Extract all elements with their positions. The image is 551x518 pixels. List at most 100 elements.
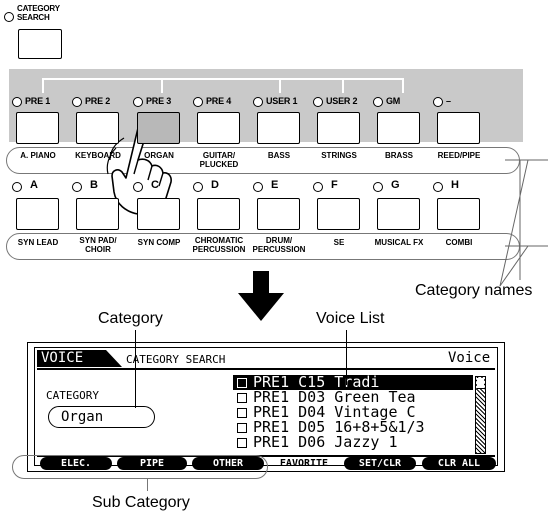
voice-list-item[interactable]: PRE1 C15 Tradi bbox=[233, 375, 473, 390]
bank-button[interactable] bbox=[317, 112, 360, 144]
bank-led bbox=[133, 97, 143, 107]
bank-led bbox=[253, 97, 263, 107]
soft-button[interactable]: OTHER bbox=[192, 457, 264, 470]
letter-label: F bbox=[331, 179, 338, 191]
sub-category-line bbox=[147, 479, 148, 491]
category-button[interactable] bbox=[16, 198, 59, 230]
bank-button[interactable] bbox=[257, 112, 300, 144]
voice-name: Jazzy 1 bbox=[334, 433, 398, 451]
bank-led bbox=[373, 97, 383, 107]
category-button[interactable] bbox=[377, 198, 420, 230]
category-search-led bbox=[4, 12, 14, 22]
category-label: ORGAN bbox=[144, 151, 174, 160]
voice-list-scrollbar[interactable] bbox=[475, 376, 486, 454]
bank-label: PRE 2 bbox=[85, 96, 111, 106]
category-label: KEYBOARD bbox=[75, 151, 121, 160]
lcd-category-value[interactable]: Organ bbox=[48, 406, 155, 428]
checkbox-icon[interactable] bbox=[237, 437, 247, 448]
bank-button[interactable] bbox=[16, 112, 59, 144]
bank-button[interactable] bbox=[76, 112, 119, 144]
category-button[interactable] bbox=[437, 198, 480, 230]
letter-led bbox=[313, 182, 323, 192]
category-search-button[interactable] bbox=[18, 29, 62, 59]
soft-button[interactable]: FAVORITE bbox=[279, 458, 329, 469]
category-label: SYN LEAD bbox=[17, 238, 59, 247]
scrollbar-thumb[interactable] bbox=[477, 378, 484, 389]
letter-led bbox=[133, 182, 143, 192]
category-button[interactable] bbox=[76, 198, 119, 230]
bank-label: PRE 4 bbox=[206, 96, 232, 106]
voice-name: Tradi bbox=[334, 375, 380, 391]
bank-label: PRE 3 bbox=[146, 96, 172, 106]
lcd-mode: Voice bbox=[448, 350, 491, 366]
voice-num: C15 bbox=[298, 375, 335, 391]
voice-name: Green Tea bbox=[334, 388, 416, 406]
checkbox-icon[interactable] bbox=[237, 392, 247, 403]
soft-button[interactable]: SET/CLR bbox=[344, 457, 416, 470]
category-button[interactable] bbox=[197, 198, 240, 230]
category-label: GUITAR/PLUCKED bbox=[199, 151, 239, 169]
category-label: MUSICAL FX bbox=[374, 238, 424, 247]
category-label: SYN COMP bbox=[137, 238, 181, 247]
lcd-header-title: CATEGORY SEARCH bbox=[126, 353, 226, 366]
letter-led bbox=[253, 182, 263, 192]
sub-category-callout: Sub Category bbox=[92, 494, 190, 511]
lcd-header-line bbox=[37, 368, 495, 370]
voice-bank: PRE1 bbox=[253, 418, 299, 436]
voice-num: D04 bbox=[298, 403, 335, 421]
voice-num: D06 bbox=[298, 433, 335, 451]
category-label: COMBI bbox=[445, 238, 473, 247]
bank-button[interactable] bbox=[137, 112, 180, 144]
voice-list-item[interactable]: PRE1 D05 16+8+5&1/3 bbox=[233, 420, 473, 435]
voice-list-callout-line bbox=[346, 330, 347, 385]
voice-bank: PRE1 bbox=[253, 433, 299, 451]
bank-button[interactable] bbox=[377, 112, 420, 144]
soft-button-bar bbox=[37, 455, 495, 457]
voice-name: 16+8+5&1/3 bbox=[334, 418, 425, 436]
category-label: DRUM/PERCUSSION bbox=[252, 236, 306, 254]
checkbox-icon[interactable] bbox=[237, 377, 247, 388]
letter-led bbox=[193, 182, 203, 192]
category-names-label: Category names bbox=[415, 282, 533, 299]
category-label: A. PIANO bbox=[20, 151, 56, 160]
voice-bank: PRE1 bbox=[253, 403, 299, 421]
letter-led bbox=[373, 182, 383, 192]
voice-bank: PRE1 bbox=[253, 375, 299, 391]
bank-button[interactable] bbox=[437, 112, 480, 144]
voice-list-item[interactable]: PRE1 D03 Green Tea bbox=[233, 390, 473, 405]
sub-category-frame bbox=[12, 455, 268, 479]
pointing-hand-icon bbox=[106, 121, 172, 216]
bank-led bbox=[193, 97, 203, 107]
category-label: SYN PAD/CHOIR bbox=[79, 236, 117, 254]
lcd-category-label: CATEGORY bbox=[46, 389, 99, 402]
arrow-down-icon bbox=[238, 271, 284, 321]
bank-led bbox=[313, 97, 323, 107]
soft-button[interactable]: CLR ALL bbox=[422, 457, 496, 470]
voice-num: D03 bbox=[298, 388, 335, 406]
lcd-tab-slant bbox=[96, 350, 122, 367]
category-button[interactable] bbox=[137, 198, 180, 230]
letter-label: G bbox=[391, 179, 400, 191]
bank-label: PRE 1 bbox=[25, 96, 51, 106]
bank-led bbox=[433, 97, 443, 107]
bank-button[interactable] bbox=[197, 112, 240, 144]
checkbox-icon[interactable] bbox=[237, 407, 247, 418]
soft-button[interactable]: PIPE bbox=[117, 457, 187, 470]
voice-num: D05 bbox=[298, 418, 335, 436]
category-button[interactable] bbox=[317, 198, 360, 230]
checkbox-icon[interactable] bbox=[237, 422, 247, 433]
bank-led bbox=[12, 97, 22, 107]
category-label: STRINGS bbox=[321, 151, 357, 160]
letter-label: B bbox=[90, 179, 98, 191]
category-button[interactable] bbox=[257, 198, 300, 230]
voice-list-item[interactable]: PRE1 D06 Jazzy 1 bbox=[233, 435, 473, 450]
letter-label: A bbox=[30, 179, 38, 191]
letter-led bbox=[12, 182, 22, 192]
soft-button[interactable]: ELEC. bbox=[40, 457, 112, 470]
letter-label: H bbox=[451, 179, 459, 191]
bank-label: – bbox=[446, 96, 451, 106]
voice-list-item[interactable]: PRE1 D04 Vintage C bbox=[233, 405, 473, 420]
